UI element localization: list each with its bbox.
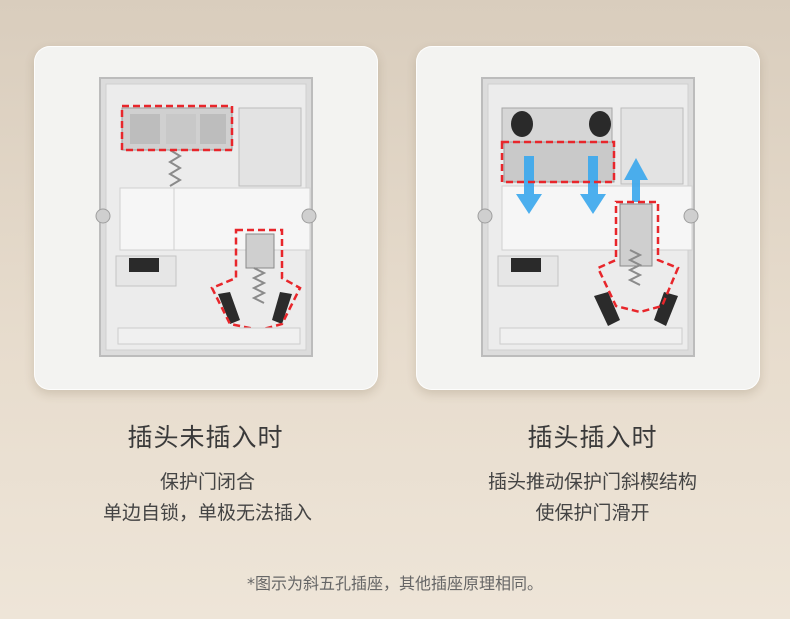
socket-image-right <box>416 46 760 390</box>
left-title: 插头未插入时 <box>127 423 284 452</box>
right-desc-line1: 插头推动保护门斜楔结构 <box>487 471 697 493</box>
socket-image-left <box>34 46 378 390</box>
footnote: *图示为斜五孔插座，其他插座原理相同。 <box>246 574 543 593</box>
right-desc-line2: 使保护门滑开 <box>535 502 650 524</box>
left-desc-line1: 保护门闭合 <box>159 471 255 493</box>
left-desc-line2: 单边自锁，单极无法插入 <box>102 502 312 524</box>
right-title: 插头插入时 <box>527 423 658 452</box>
